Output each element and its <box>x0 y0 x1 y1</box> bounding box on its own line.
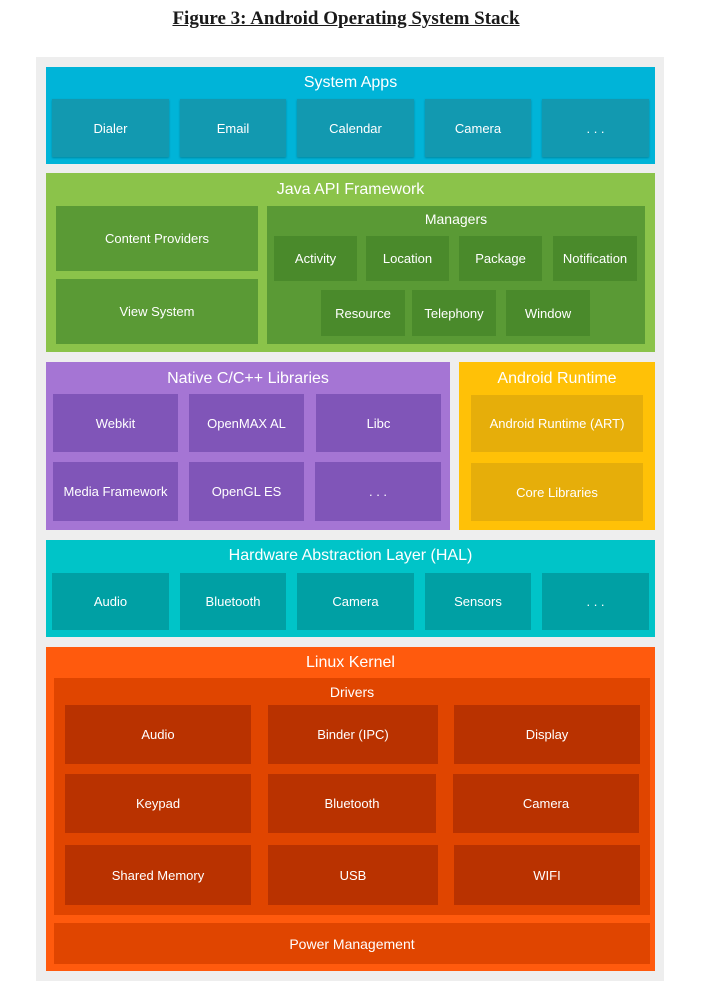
layer-linux-kernel: Linux Kernel Drivers Audio Binder (IPC) … <box>46 647 655 971</box>
managers-title: Managers <box>424 211 488 227</box>
layer-hal: Hardware Abstraction Layer (HAL) Audio B… <box>46 540 655 637</box>
lib-more: . . . <box>315 462 441 521</box>
power-management: Power Management <box>54 923 650 964</box>
manager-location: Location <box>366 236 449 281</box>
hal-sensors: Sensors <box>425 573 531 630</box>
driver-usb: USB <box>268 845 438 905</box>
app-dialer: Dialer <box>52 99 169 157</box>
managers-group: Managers Activity Location Package Notif… <box>267 206 645 344</box>
layer-title-system-apps: System Apps <box>303 74 398 91</box>
app-camera: Camera <box>425 99 531 157</box>
driver-camera: Camera <box>453 774 639 833</box>
layer-title-linux-kernel: Linux Kernel <box>306 654 395 671</box>
content-providers: Content Providers <box>56 206 258 271</box>
manager-resource: Resource <box>321 290 405 336</box>
layer-title-android-runtime: Android Runtime <box>497 370 617 387</box>
app-more: . . . <box>542 99 649 157</box>
lib-opengl-es: OpenGL ES <box>189 462 304 521</box>
manager-activity: Activity <box>274 236 357 281</box>
manager-notification: Notification <box>553 236 637 281</box>
figure-caption: Figure 3: Android Operating System Stack <box>172 8 520 29</box>
layer-title-hal: Hardware Abstraction Layer (HAL) <box>228 547 473 564</box>
lib-webkit: Webkit <box>53 394 178 452</box>
driver-wifi: WIFI <box>454 845 640 905</box>
layer-system-apps: System Apps Dialer Email Calendar Camera… <box>46 67 655 164</box>
lib-libc: Libc <box>316 394 441 452</box>
driver-audio: Audio <box>65 705 251 764</box>
manager-package: Package <box>459 236 542 281</box>
app-calendar: Calendar <box>297 99 414 157</box>
manager-window: Window <box>506 290 590 336</box>
layer-java-api-framework: Java API Framework Content Providers Vie… <box>46 173 655 352</box>
driver-binder-ipc: Binder (IPC) <box>268 705 438 764</box>
android-runtime-art: Android Runtime (ART) <box>471 395 643 452</box>
driver-shared-memory: Shared Memory <box>65 845 251 905</box>
lib-openmax-al: OpenMAX AL <box>189 394 304 452</box>
driver-display: Display <box>454 705 640 764</box>
hal-more: . . . <box>542 573 649 630</box>
core-libraries: Core Libraries <box>471 463 643 521</box>
view-system: View System <box>56 279 258 344</box>
layer-title-native-libs: Native C/C++ Libraries <box>167 370 329 387</box>
app-email: Email <box>180 99 286 157</box>
drivers-group: Drivers Audio Binder (IPC) Display Keypa… <box>54 678 650 915</box>
hal-camera: Camera <box>297 573 414 630</box>
layer-android-runtime: Android Runtime Android Runtime (ART) Co… <box>459 362 655 530</box>
hal-bluetooth: Bluetooth <box>180 573 286 630</box>
hal-audio: Audio <box>52 573 169 630</box>
layer-title-java-api: Java API Framework <box>276 181 425 198</box>
lib-media-framework: Media Framework <box>53 462 178 521</box>
drivers-title: Drivers <box>329 684 375 700</box>
driver-bluetooth: Bluetooth <box>268 774 436 833</box>
layer-native-libraries: Native C/C++ Libraries Webkit OpenMAX AL… <box>46 362 450 530</box>
driver-keypad: Keypad <box>65 774 251 833</box>
manager-telephony: Telephony <box>412 290 496 336</box>
